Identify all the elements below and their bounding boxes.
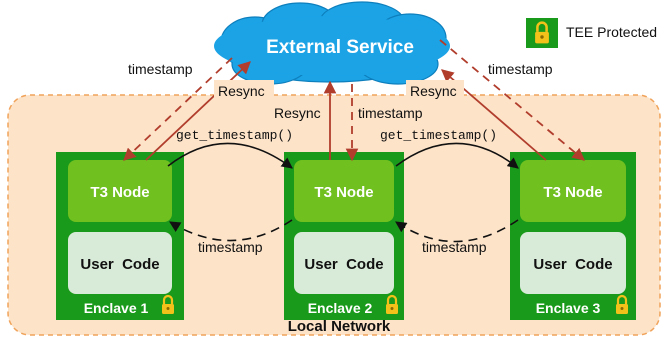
- timestamp-arrow-left: [123, 57, 233, 161]
- enclave-2-label: Enclave 2: [308, 300, 373, 316]
- t3-node-3-label: T3 Node: [543, 184, 602, 201]
- edge-labels: timestamp Resync Resync timestamp Resync…: [128, 61, 553, 255]
- legend-label: TEE Protected: [566, 24, 657, 40]
- timestamp-arrow-bottom-right: [395, 219, 519, 243]
- enclave-1: T3 Node User Code Enclave 1: [56, 152, 184, 320]
- label-get-timestamp-left: get_timestamp(): [176, 128, 293, 143]
- get-timestamp-arrow-right: [395, 142, 519, 169]
- user-code-1: [68, 232, 172, 294]
- enclave-1-label: Enclave 1: [84, 300, 149, 316]
- t3-node-2: [294, 160, 394, 222]
- enclave-3-label: Enclave 3: [536, 300, 601, 316]
- label-timestamp-left-bottom: timestamp: [198, 239, 263, 255]
- label-resync-left: Resync: [218, 83, 265, 99]
- resync-arrow-left: [145, 61, 251, 161]
- get-timestamp-arrow-left: [167, 142, 293, 169]
- user-code-3-label: User Code: [533, 256, 612, 273]
- external-service-cloud: External Service: [214, 1, 450, 85]
- t3-node-1-label: T3 Node: [90, 184, 149, 201]
- user-code-2: [294, 232, 394, 294]
- label-resync-center: Resync: [274, 105, 321, 121]
- label-resync-right: Resync: [410, 83, 457, 99]
- t3-node-2-label: T3 Node: [314, 184, 373, 201]
- t3-node-3: [520, 160, 626, 222]
- user-code-3: [520, 232, 626, 294]
- label-timestamp-right-top: timestamp: [488, 61, 553, 77]
- external-service-label: External Service: [266, 37, 414, 58]
- label-timestamp-left-top: timestamp: [128, 61, 193, 77]
- label-timestamp-right-bottom: timestamp: [422, 239, 487, 255]
- timestamp-arrow-right: [439, 39, 585, 161]
- timestamp-arrow-bottom-left: [169, 219, 293, 242]
- label-get-timestamp-right: get_timestamp(): [380, 128, 497, 143]
- node-arrows: [167, 142, 519, 243]
- enclave-3: T3 Node User Code Enclave 3: [510, 152, 636, 320]
- t3-node-1: [68, 160, 172, 222]
- local-network-label: Local Network: [288, 318, 391, 335]
- label-timestamp-center: timestamp: [358, 105, 423, 121]
- enclave-2: T3 Node User Code Enclave 2: [284, 152, 404, 320]
- user-code-2-label: User Code: [304, 256, 383, 273]
- user-code-1-label: User Code: [80, 256, 159, 273]
- legend: TEE Protected: [526, 18, 657, 48]
